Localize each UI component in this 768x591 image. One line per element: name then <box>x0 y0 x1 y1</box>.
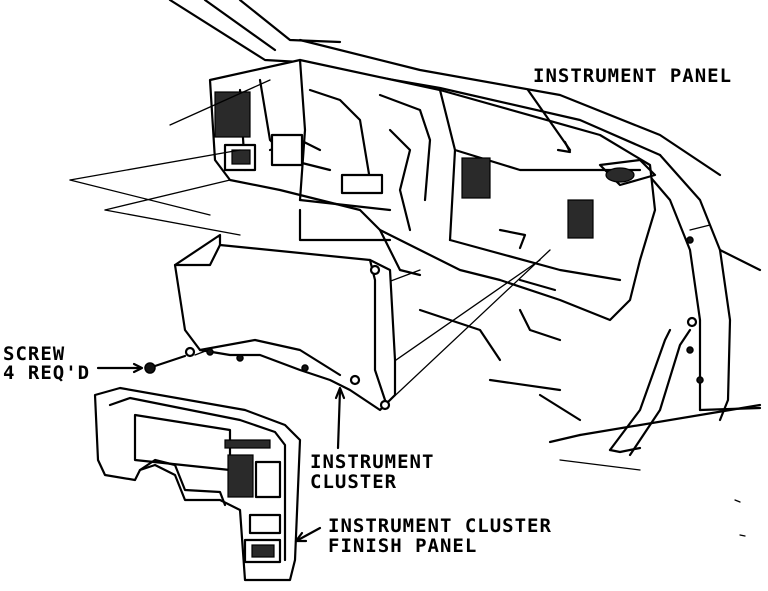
label-finish-panel-line1: INSTRUMENT CLUSTER <box>328 515 552 537</box>
leader-lines <box>96 88 572 543</box>
leader-finish-panel <box>296 526 322 542</box>
leader-instrument-panel <box>526 88 572 152</box>
right-vent <box>567 199 594 239</box>
center-vent <box>461 157 491 199</box>
label-instrument-cluster-line1: INSTRUMENT <box>310 451 435 473</box>
label-finish-panel-line2: FINISH PANEL <box>328 535 478 557</box>
detail-marks <box>734 499 746 537</box>
label-instrument-cluster-line2: CLUSTER <box>310 471 398 493</box>
leader-instrument-cluster <box>336 388 342 450</box>
label-instrument-panel: INSTRUMENT PANEL <box>533 65 733 87</box>
finish-panel <box>93 386 302 582</box>
left-vent <box>214 91 251 138</box>
instrument-panel-body <box>208 58 657 422</box>
label-screw: SCREW <box>3 343 66 365</box>
label-screw-qty: 4 REQ'D <box>3 362 91 384</box>
instrument-cluster-carrier <box>173 233 397 412</box>
body-side-door-frame <box>548 153 762 471</box>
screw <box>144 354 187 374</box>
